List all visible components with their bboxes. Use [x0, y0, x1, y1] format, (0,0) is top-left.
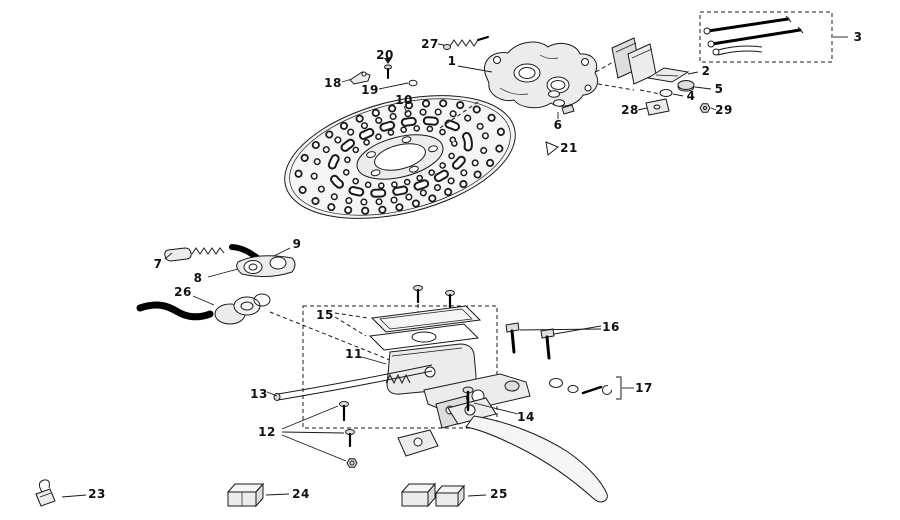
pad-pin-kit-box — [699, 11, 833, 63]
connectors-25 — [400, 482, 466, 508]
callout-12: 12 — [258, 425, 276, 439]
brake-hose-13 — [273, 364, 433, 401]
callout-18: 18 — [324, 76, 342, 90]
leader-lines — [61, 36, 848, 498]
marker-triangle-21 — [545, 141, 559, 156]
piston-5 — [677, 80, 695, 92]
callout-19: 19 — [361, 83, 379, 97]
callout-25: 25 — [490, 487, 508, 501]
callout-10: 10 — [395, 93, 413, 107]
pad-pin-2 — [707, 26, 804, 48]
reservoir-cover-15 — [368, 305, 482, 351]
pivot-bolt-14 — [462, 386, 474, 412]
mount-bolts-16 — [505, 322, 555, 360]
retaining-clip — [712, 45, 763, 56]
callout-6: 6 — [553, 118, 563, 132]
callout-7: 7 — [153, 257, 163, 271]
lever-pin-kit-17 — [549, 376, 622, 400]
callout-20: 20 — [376, 48, 394, 62]
connector-24 — [226, 482, 265, 508]
callout-3: 3 — [853, 30, 863, 44]
banjo-bolt-6 — [548, 90, 575, 115]
callout-23: 23 — [88, 487, 106, 501]
callout-1: 1 — [447, 54, 457, 68]
bleeder-cap-29 — [699, 103, 711, 113]
assembly-dashed-box — [302, 305, 498, 429]
pad-pin — [703, 15, 792, 35]
brake-pads — [611, 37, 657, 85]
callout-11: 11 — [345, 347, 363, 361]
callout-29: 29 — [715, 103, 733, 117]
screw-20 — [384, 58, 392, 79]
callout-4: 4 — [686, 89, 696, 103]
callout-14: 14 — [517, 410, 535, 424]
clamp-screws-12 — [339, 401, 358, 468]
callout-13: 13 — [250, 387, 268, 401]
brake-disc — [284, 95, 516, 219]
washer-19 — [408, 79, 418, 87]
callout-28: 28 — [621, 103, 639, 117]
piston-seal-4 — [659, 89, 673, 97]
valve-23 — [35, 479, 56, 507]
callout-16: 16 — [602, 320, 620, 334]
sensor-7 — [164, 247, 225, 262]
callout-2: 2 — [701, 64, 711, 78]
callout-24: 24 — [292, 487, 310, 501]
cable-grommet-26 — [136, 293, 271, 325]
brake-caliper — [484, 41, 599, 109]
bleed-bracket-28 — [645, 98, 670, 116]
callout-26: 26 — [174, 285, 192, 299]
callout-5: 5 — [714, 82, 724, 96]
callout-9: 9 — [292, 237, 302, 251]
pad-spring-2 — [646, 67, 690, 83]
callout-21: 21 — [560, 141, 578, 155]
bracket-18 — [349, 71, 371, 85]
callout-27: 27 — [421, 37, 439, 51]
spring-bolt-27 — [443, 36, 489, 50]
callout-17: 17 — [635, 381, 653, 395]
callout-8: 8 — [193, 271, 203, 285]
bracket-8 — [236, 255, 296, 278]
callout-15: 15 — [316, 308, 334, 322]
brake-lever — [397, 397, 608, 503]
